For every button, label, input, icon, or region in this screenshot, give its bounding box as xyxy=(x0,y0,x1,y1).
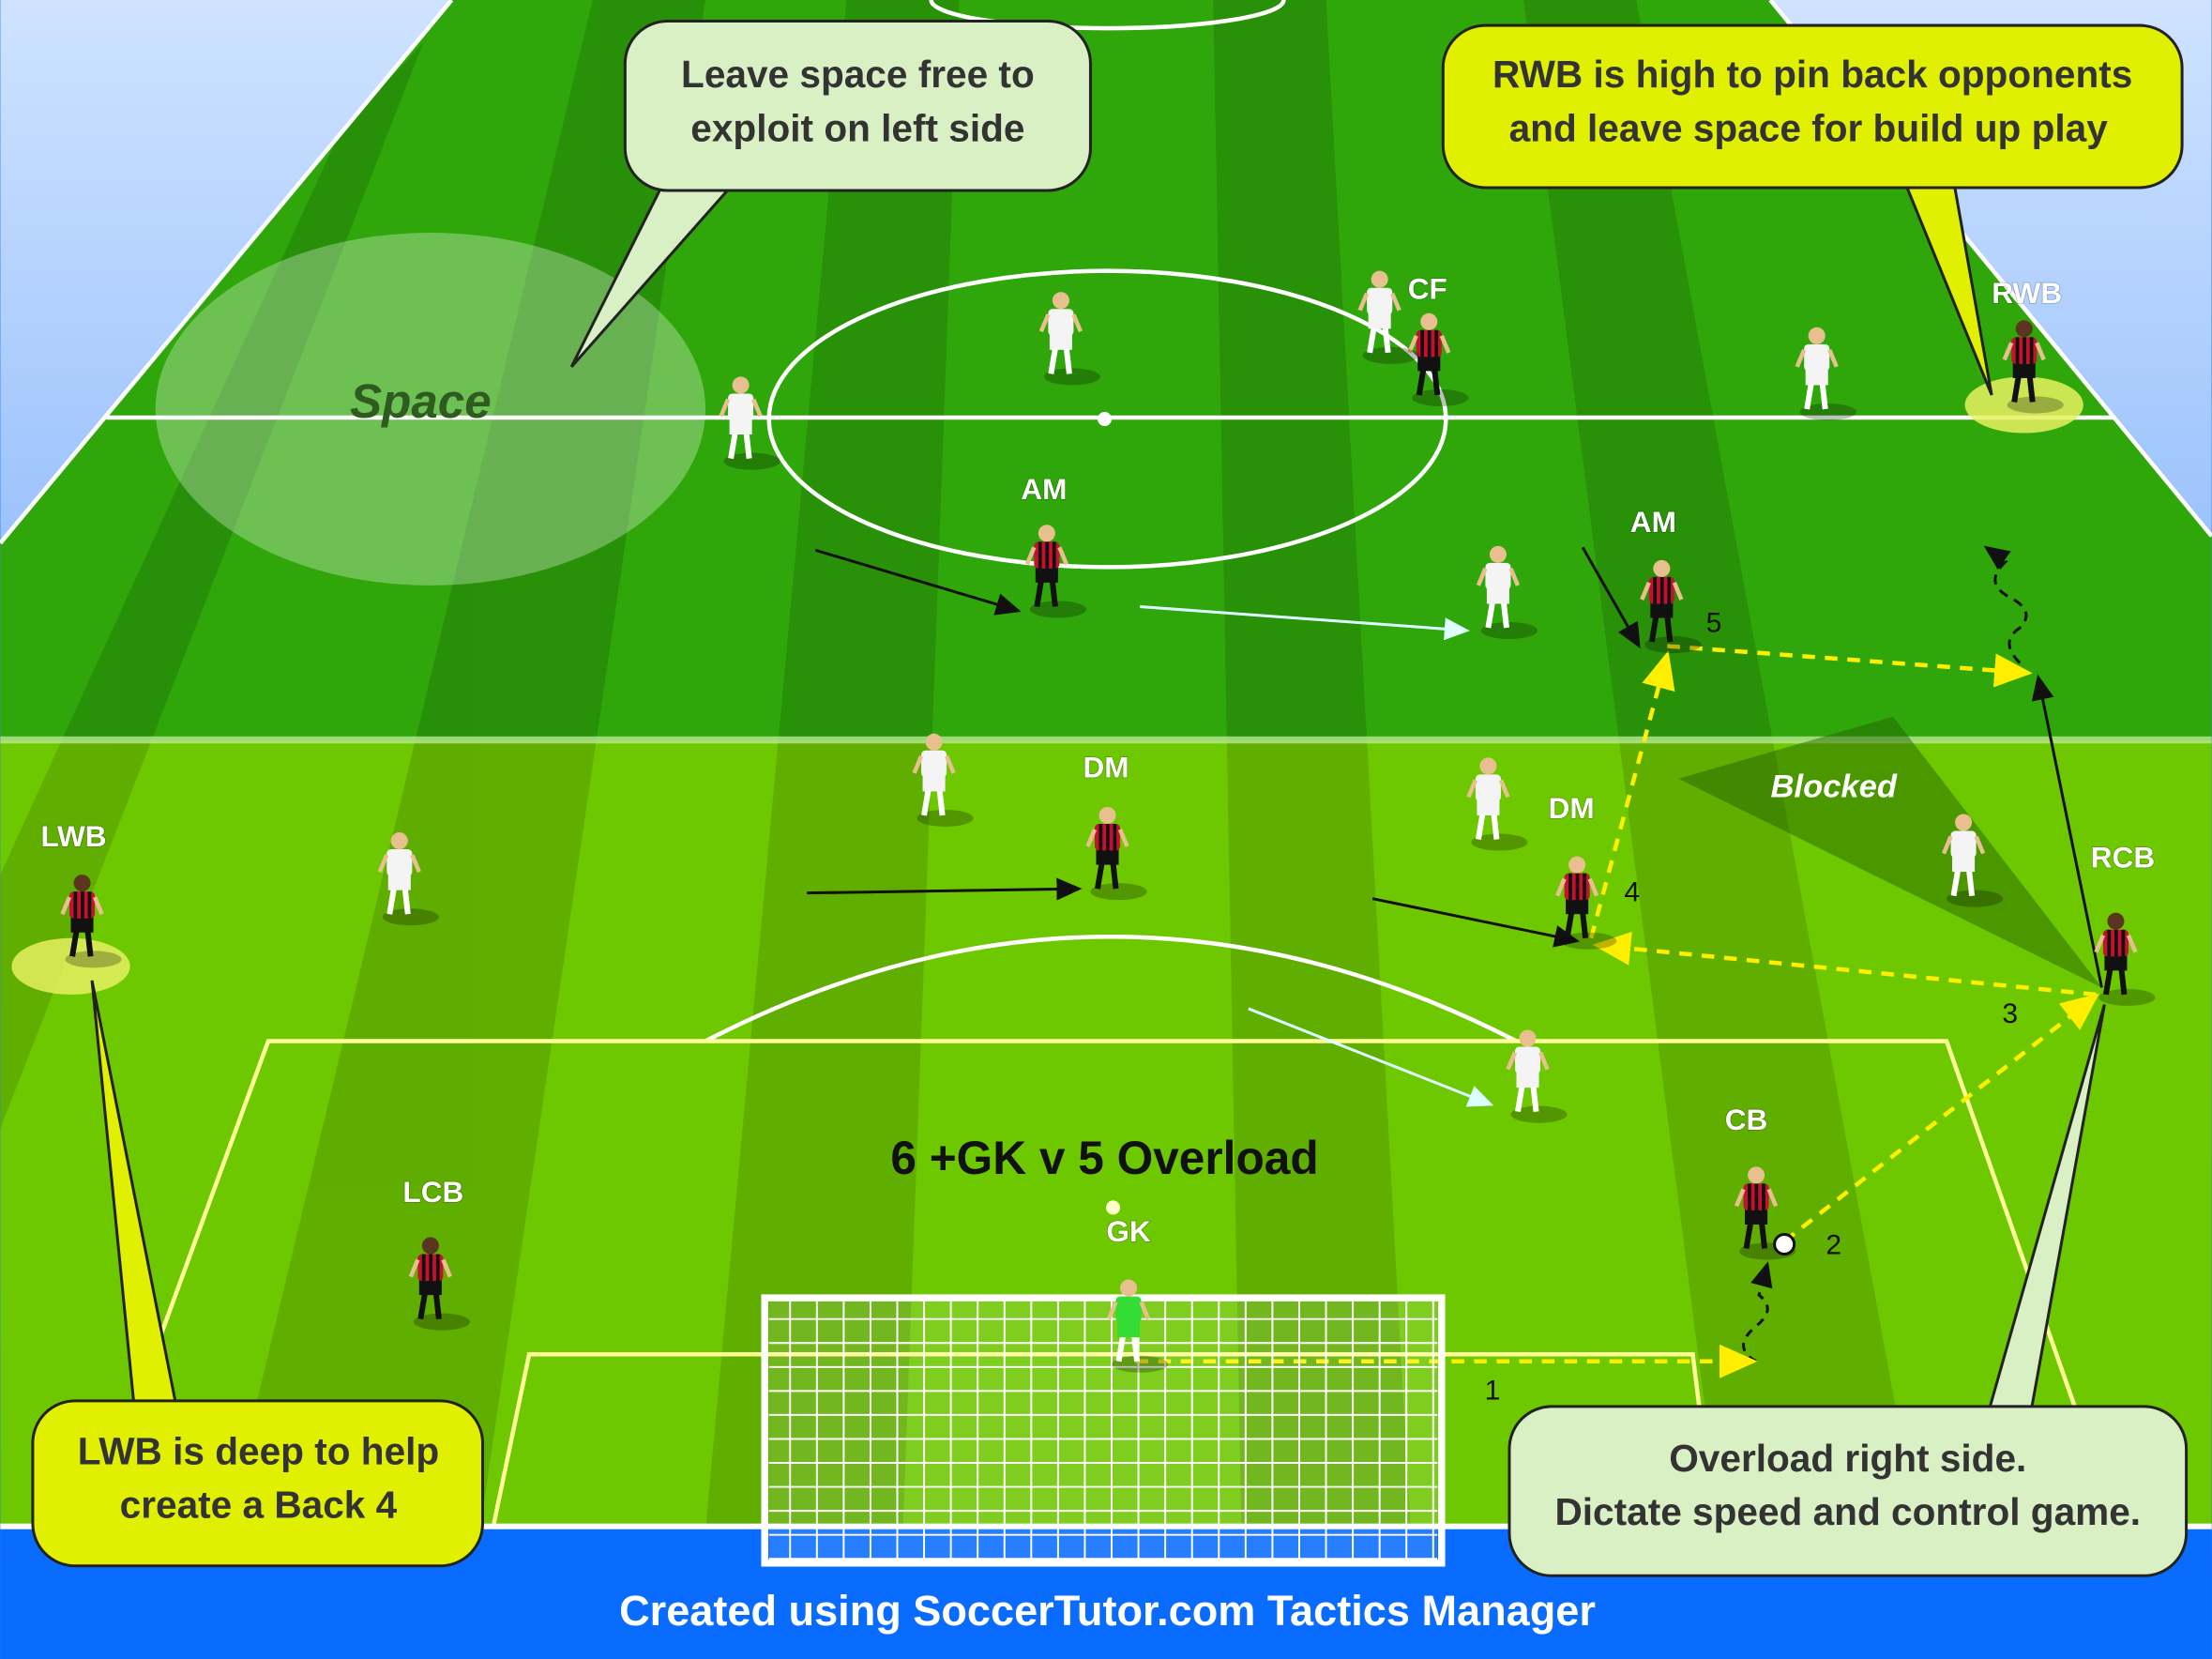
pass-number: 2 xyxy=(1826,1230,1841,1261)
player-label: GK xyxy=(1106,1214,1151,1248)
goal xyxy=(761,1294,1446,1567)
red-player xyxy=(1640,559,1702,654)
callout-rwb: RWB is high to pin back opponents and le… xyxy=(1441,23,2184,396)
pass-number: 3 xyxy=(2002,998,2018,1029)
gk-marker xyxy=(1106,1200,1121,1215)
player-label: LWB xyxy=(40,819,106,853)
diagram-title: 6 +GK v 5 Overload xyxy=(890,1132,1318,1184)
callout-line: exploit on left side xyxy=(690,106,1024,149)
lwb-highlight xyxy=(11,937,130,995)
red-player xyxy=(2002,320,2064,414)
red-player xyxy=(2094,912,2156,1006)
blocked-label: Blocked xyxy=(1771,769,1898,804)
white-player xyxy=(1476,545,1538,640)
gk-player xyxy=(1106,1279,1169,1373)
red-player xyxy=(408,1237,470,1331)
player-label: LCB xyxy=(402,1175,463,1209)
player-label: CB xyxy=(1725,1103,1768,1136)
player-label: AM xyxy=(1021,472,1067,506)
movement-arrows xyxy=(807,545,2103,1363)
pitch-near-half xyxy=(0,740,2212,1531)
pass-numbers: 1 2 3 4 5 xyxy=(1485,608,2018,1407)
space-zone xyxy=(155,233,706,586)
callout-line: LWB is deep to help xyxy=(78,1430,440,1473)
ball xyxy=(1773,1232,1796,1256)
player-label: AM xyxy=(1630,505,1676,539)
player-label: DM xyxy=(1549,791,1595,825)
players xyxy=(60,270,2156,1373)
callout-lwb: LWB is deep to help create a Back 4 xyxy=(31,980,484,1568)
pass-arrows xyxy=(1135,644,2099,1378)
rwb-highlight xyxy=(1964,376,2083,434)
pass-number: 4 xyxy=(1624,877,1640,908)
red-player xyxy=(1085,806,1147,901)
callout-line: and leave space for build up play xyxy=(1509,106,2109,149)
footer-credit: Created using SoccerTutor.com Tactics Ma… xyxy=(619,1587,1596,1635)
centre-spot xyxy=(1097,411,1113,427)
callout-left-space: Leave space free to exploit on left side xyxy=(569,20,1092,368)
callout-overload: Overload right side. Dictate speed and c… xyxy=(1507,1004,2189,1577)
white-player xyxy=(912,733,974,827)
goal-line xyxy=(0,1523,2212,1530)
red-player xyxy=(1555,856,1617,950)
red-player xyxy=(1407,312,1469,406)
white-player xyxy=(1466,757,1528,851)
player-label: DM xyxy=(1083,750,1129,784)
callout-line: Overload right side. xyxy=(1669,1437,2026,1480)
player-label: CF xyxy=(1408,272,1447,306)
white-player xyxy=(1357,270,1419,364)
pass-number: 5 xyxy=(1706,608,1722,639)
white-player xyxy=(1795,327,1856,421)
space-label: Space xyxy=(350,374,492,428)
red-player xyxy=(1024,525,1086,618)
player-label: RCB xyxy=(2091,841,2155,875)
zone-line xyxy=(0,736,2212,744)
white-player xyxy=(1038,292,1100,386)
pass-number: 1 xyxy=(1485,1375,1501,1406)
white-player xyxy=(1506,1029,1568,1123)
player-labels: AM CF RWB AM DM DM LWB RCB CB LCB GK xyxy=(40,271,2156,1249)
callout-line: RWB is high to pin back opponents xyxy=(1492,53,2132,96)
white-player xyxy=(1941,814,2004,907)
white-player xyxy=(377,832,439,926)
red-player xyxy=(60,875,122,968)
blocked-zone xyxy=(1678,716,2102,988)
player-label: RWB xyxy=(1992,276,2062,310)
callout-line: create a Back 4 xyxy=(120,1484,398,1527)
pitch-stripes xyxy=(0,0,1918,1531)
white-player xyxy=(719,376,780,470)
callout-line: Dictate speed and control game. xyxy=(1554,1490,2141,1533)
callout-line: Leave space free to xyxy=(681,53,1035,96)
